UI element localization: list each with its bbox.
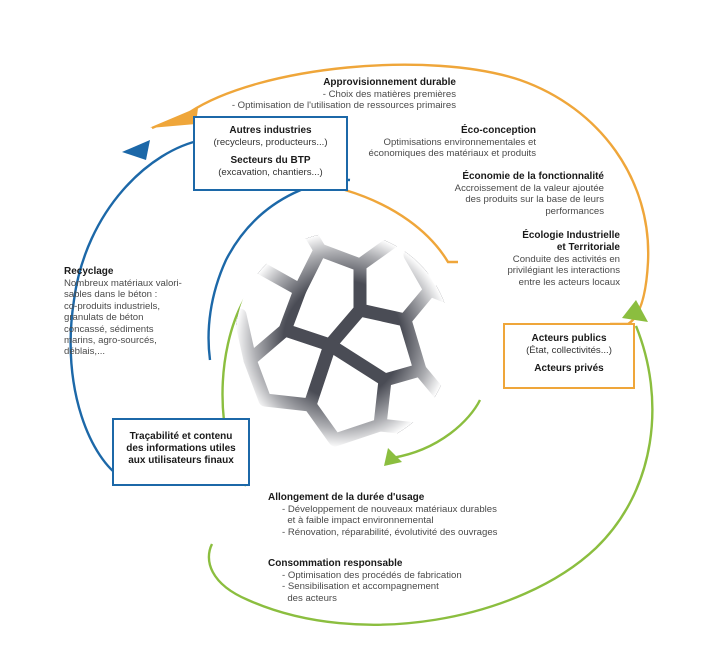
allongement-title: Allongement de la durée d'usage — [268, 492, 425, 503]
consommation-line: - Sensibilisation et accompagnement — [282, 581, 439, 593]
ecologie-industrielle-block: Écologie Industrielle et Territoriale Co… — [462, 230, 620, 288]
ecologie-industrielle-title: Écologie Industrielle — [522, 230, 620, 241]
concrete-texture-image — [235, 232, 451, 448]
economie-fonctionnalite-line: Accroissement de la valeur ajoutée — [454, 183, 604, 194]
green-arrowhead-2 — [384, 448, 402, 466]
recyclage-line: co-produits industriels, — [64, 300, 160, 312]
consommation-line: - Optimisation des procédés de fabricati… — [282, 570, 462, 581]
tracabilite-line: Traçabilité et contenu — [129, 431, 233, 442]
recyclage-line: sables dans le béton : — [64, 289, 158, 301]
acteurs-box: Acteurs publics (État, collectivités...)… — [503, 323, 635, 389]
eco-conception-line: économiques des matériaux et produits — [368, 148, 536, 160]
economie-fonctionnalite-title: Économie de la fonctionnalité — [462, 171, 604, 182]
economie-fonctionnalite-block: Économie de la fonctionnalité Accroissem… — [404, 171, 604, 217]
economie-fonctionnalite-line: des produits sur la base de leurs — [465, 194, 604, 206]
consommation-line: des acteurs — [282, 592, 337, 604]
ecologie-industrielle-line: privilégiant les interactions — [507, 265, 620, 277]
recyclage-line: marins, agro-sourcés, — [64, 335, 157, 347]
acteurs-publics-title: Acteurs publics — [531, 333, 607, 344]
tracabilite-box: Traçabilité et contenu des informations … — [112, 418, 250, 486]
orange-arrowhead — [150, 108, 198, 128]
blue-loop-arrow — [69, 138, 203, 480]
ecologie-industrielle-line: entre les acteurs locaux — [518, 276, 620, 288]
autres-industries-sub: (recycleurs, producteurs...) — [213, 137, 328, 148]
ecologie-industrielle-line: Conduite des activités en — [512, 254, 620, 265]
consommation-block: Consommation responsable - Optimisation … — [268, 558, 548, 604]
recyclage-line: concassé, sédiments — [64, 323, 154, 335]
approvisionnement-line: - Optimisation de l'utilisation de resso… — [231, 100, 456, 112]
recyclage-block: Recyclage Nombreux matériaux valori- sab… — [64, 266, 214, 358]
recyclage-line: Nombreux matériaux valori- — [64, 278, 182, 289]
eco-conception-title: Éco-conception — [460, 125, 536, 136]
tracabilite-line: des informations utiles — [126, 443, 236, 454]
economie-fonctionnalite-line: performances — [545, 205, 604, 217]
allongement-line: et à faible impact environnemental — [282, 515, 434, 527]
orange-loop-arrow — [151, 63, 650, 326]
approvisionnement-title: Approvisionnement durable — [323, 77, 456, 88]
green-arrowhead — [622, 300, 648, 322]
acteurs-prives-title: Acteurs privés — [534, 362, 604, 374]
blue-arrowhead — [122, 140, 150, 160]
approvisionnement-line: - Choix des matières premières — [322, 89, 456, 100]
autres-industries-title: Autres industries — [229, 125, 312, 136]
allongement-line: - Développement de nouveaux matériaux du… — [282, 504, 497, 515]
allongement-block: Allongement de la durée d'usage - Dévelo… — [268, 492, 568, 538]
recyclage-line: déblais,... — [64, 346, 106, 358]
recyclage-title: Recyclage — [64, 266, 114, 277]
industries-box: Autres industries (recycleurs, producteu… — [193, 116, 348, 191]
secteurs-btp-sub: (excavation, chantiers...) — [218, 166, 323, 178]
approvisionnement-block: Approvisionnement durable - Choix des ma… — [226, 77, 456, 112]
secteurs-btp-title: Secteurs du BTP — [230, 154, 311, 166]
green-loop-arrow — [207, 325, 654, 626]
green-inner-arrow-2 — [391, 399, 482, 460]
ecologie-industrielle-title: et Territoriale — [556, 242, 620, 253]
allongement-line: - Rénovation, réparabilité, évolutivité … — [282, 526, 498, 538]
eco-conception-block: Éco-conception Optimisations environneme… — [340, 125, 536, 160]
orange-inner-arrow — [344, 188, 458, 264]
acteurs-publics-sub: (État, collectivités...) — [526, 345, 612, 356]
recyclage-line: granulats de béton — [64, 312, 144, 324]
eco-conception-line: Optimisations environnementales et — [383, 137, 536, 148]
tracabilite-line: aux utilisateurs finaux — [128, 455, 234, 466]
consommation-title: Consommation responsable — [268, 558, 403, 569]
